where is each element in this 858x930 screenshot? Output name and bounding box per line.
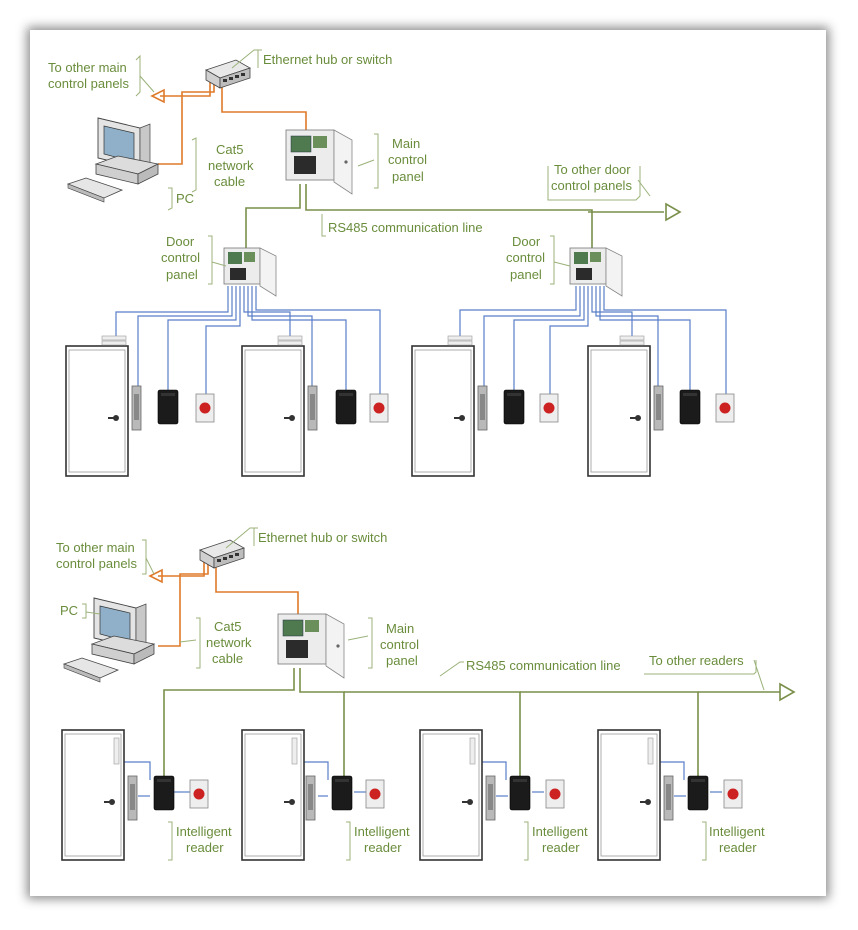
other-main-label-line1: To other main [56, 540, 135, 555]
main-panel-label-line1: Main [386, 621, 414, 636]
cat5-label-line2: network [206, 635, 252, 650]
door-panel-right-label-line1: Door [512, 234, 541, 249]
main-control-panel-icon [285, 129, 353, 195]
door-contact-icon [647, 737, 654, 765]
pc-label: PC [176, 191, 194, 206]
rs485-label: RS485 communication line [466, 658, 621, 673]
cat5-label-line3: cable [212, 651, 243, 666]
reader-label-line2: reader [542, 840, 580, 855]
main-control-panel-icon [277, 613, 345, 679]
door-strike-icon [485, 775, 496, 821]
cat5-label-line3: cable [214, 174, 245, 189]
top-diagram [65, 49, 735, 477]
door-strike-icon [663, 775, 674, 821]
door-contact-icon [447, 335, 473, 346]
door-strike-icon [127, 775, 138, 821]
other-main-label-line1: To other main [48, 60, 127, 75]
door-strike-icon [307, 385, 318, 431]
door-contact-icon [277, 335, 303, 346]
pc-icon [67, 117, 159, 203]
reader-label-line1: Intelligent [176, 824, 232, 839]
cat5-label-line1: Cat5 [214, 619, 241, 634]
card-reader-icon [679, 389, 701, 425]
other-main-label-line2: control panels [56, 556, 137, 571]
network-cables [150, 78, 307, 165]
reader-label-line1: Intelligent [354, 824, 410, 839]
exit-button-icon [189, 779, 209, 809]
main-panel-label-line3: panel [392, 169, 424, 184]
card-reader-icon [503, 389, 525, 425]
door-wiring [120, 761, 722, 797]
network-cables [148, 558, 299, 647]
door-icon [241, 345, 305, 477]
door-wiring-right [459, 286, 727, 394]
ethernet-hub-icon [199, 539, 245, 569]
door-strike-icon [131, 385, 142, 431]
exit-button-icon [545, 779, 565, 809]
other-door-label-line2: control panels [551, 178, 632, 193]
intelligent-reader-icon [153, 775, 175, 811]
exit-button-icon [365, 779, 385, 809]
exit-button-icon [723, 779, 743, 809]
reader-label-line2: reader [364, 840, 402, 855]
hub-label: Ethernet hub or switch [258, 530, 387, 545]
door-icon [587, 345, 651, 477]
bottom-labels: Ethernet hub or switch To other main con… [56, 530, 765, 855]
reader-label-line2: reader [186, 840, 224, 855]
main-panel-label-line3: panel [386, 653, 418, 668]
door-icon [65, 345, 129, 477]
door-icon [411, 345, 475, 477]
exit-button-icon [715, 393, 735, 423]
door-panel-right-label-line2: control [506, 250, 545, 265]
exit-button-icon [195, 393, 215, 423]
main-panel-label-line1: Main [392, 136, 420, 151]
bottom-diagram [61, 527, 796, 861]
card-reader-icon [335, 389, 357, 425]
other-door-label-line1: To other door [554, 162, 631, 177]
main-panel-label-line2: control [380, 637, 419, 652]
exit-button-icon [369, 393, 389, 423]
top-labels: Ethernet hub or switch To other main con… [48, 52, 632, 282]
rs485-label: RS485 communication line [328, 220, 483, 235]
pc-label: PC [60, 603, 78, 618]
reader-label-line1: Intelligent [709, 824, 765, 839]
card-reader-icon [157, 389, 179, 425]
door-panel-left-label-line3: panel [166, 267, 198, 282]
intelligent-reader-icon [509, 775, 531, 811]
callout-brackets [135, 49, 651, 285]
reader-label-line2: reader [719, 840, 757, 855]
door-contact-icon [469, 737, 476, 765]
rs485-lines [163, 668, 796, 778]
door-contact-icon [619, 335, 645, 346]
reader-label-line1: Intelligent [532, 824, 588, 839]
main-panel-label-line2: control [388, 152, 427, 167]
ethernet-hub-icon [205, 59, 251, 89]
callout-brackets [82, 527, 765, 861]
hub-label: Ethernet hub or switch [263, 52, 392, 67]
door-strike-icon [477, 385, 488, 431]
intelligent-reader-icon [331, 775, 353, 811]
exit-button-icon [539, 393, 559, 423]
door-panel-left-label-line1: Door [166, 234, 195, 249]
door-contact-icon [291, 737, 298, 765]
door-strike-icon [305, 775, 316, 821]
door-strike-icon [653, 385, 664, 431]
other-readers-label: To other readers [649, 653, 744, 668]
door-panel-right-label-line3: panel [510, 267, 542, 282]
cat5-label-line1: Cat5 [216, 142, 243, 157]
other-main-label-line2: control panels [48, 76, 129, 91]
door-panel-left-label-line2: control [161, 250, 200, 265]
door-wiring-left [115, 286, 381, 394]
door-contact-icon [101, 335, 127, 346]
rs485-lines [245, 184, 682, 250]
intelligent-reader-icon [687, 775, 709, 811]
door-contact-icon [113, 737, 120, 765]
cat5-label-line2: network [208, 158, 254, 173]
